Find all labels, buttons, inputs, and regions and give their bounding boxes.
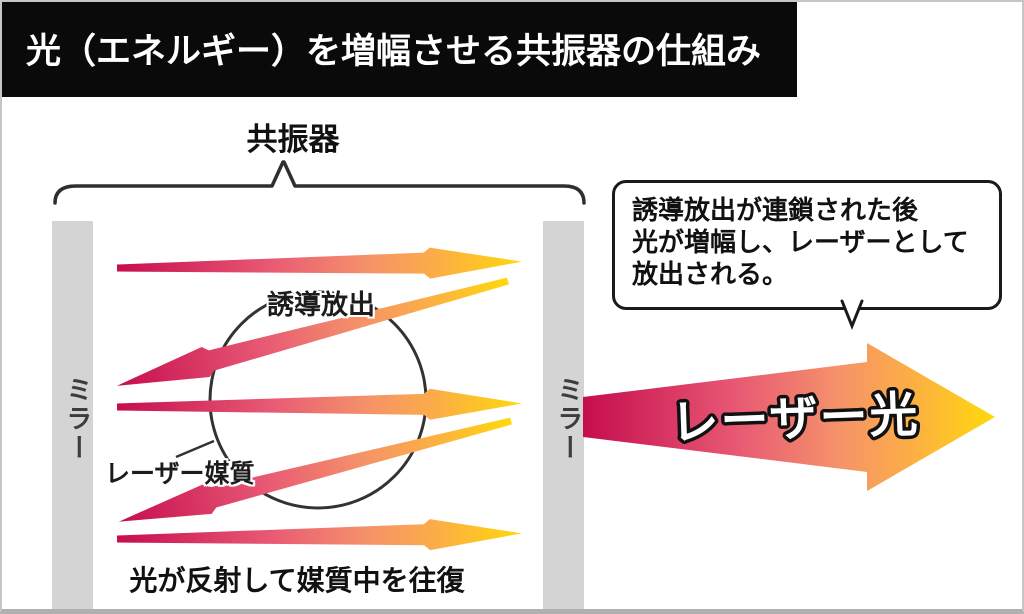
laser-medium-label: レーザー媒質 — [105, 460, 255, 488]
bottom-caption: 光が反射して媒質中を往復 — [129, 565, 465, 596]
mirror-right — [543, 221, 584, 609]
page-title: 光（エネルギー）を増幅させる共振器の仕組み — [26, 32, 762, 71]
stimulated-emission-label: 誘導放出 — [267, 290, 375, 320]
callout-tail — [840, 299, 864, 331]
laser-beam-arrow — [583, 343, 995, 491]
light-ray-right-1 — [116, 247, 522, 279]
mirror-left — [52, 221, 93, 609]
title-bar: 光（エネルギー）を増幅させる共振器の仕組み — [2, 2, 797, 97]
mirror-left-label: ミラー — [63, 376, 93, 463]
callout-bubble: 誘導放出が連鎖された後 光が増幅し、レーザーとして 放出される。 — [612, 180, 1002, 310]
medium-pointer-line — [175, 439, 215, 459]
light-ray-right-2 — [116, 388, 522, 420]
callout-line: 誘導放出が連鎖された後 — [632, 195, 919, 225]
light-ray-left-1 — [116, 277, 509, 386]
callout-line: 放出される。 — [632, 259, 789, 289]
resonator-bracket — [53, 160, 586, 205]
resonator-label: 共振器 — [246, 122, 340, 157]
light-ray-left-2 — [118, 417, 512, 522]
light-ray-right-3 — [116, 519, 522, 551]
laser-beam-label: レーザー光 — [670, 389, 921, 451]
mirror-right-label: ミラー — [554, 376, 584, 463]
callout-line: 光が増幅し、レーザーとして — [632, 227, 969, 257]
